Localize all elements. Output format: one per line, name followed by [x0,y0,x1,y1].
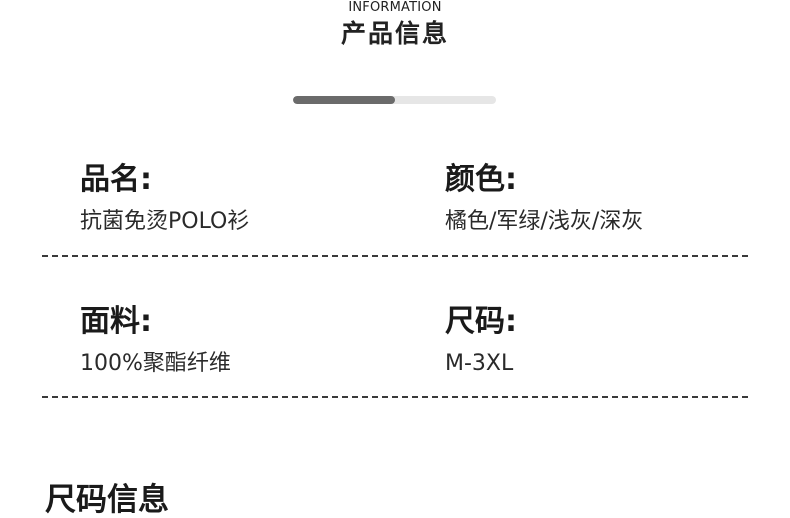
field-value: 100%聚酯纤维 [80,351,231,376]
field-label: 面料: [80,304,152,339]
field-label: 颜色: [445,162,517,197]
dashed-divider [42,396,748,398]
progress-bar [293,96,496,104]
field-label: 品名: [80,162,152,197]
progress-fill [293,96,395,104]
eyebrow-label: INFORMATION [348,0,442,15]
dashed-divider [42,255,748,257]
field-value: M-3XL [445,351,514,376]
section-title-size-info: 尺码信息 [45,482,169,518]
field-value: 橘色/军绿/浅灰/深灰 [445,209,644,234]
page-title: 产品信息 [340,19,449,48]
field-value: 抗菌免烫POLO衫 [80,209,250,234]
field-label: 尺码: [445,304,517,339]
